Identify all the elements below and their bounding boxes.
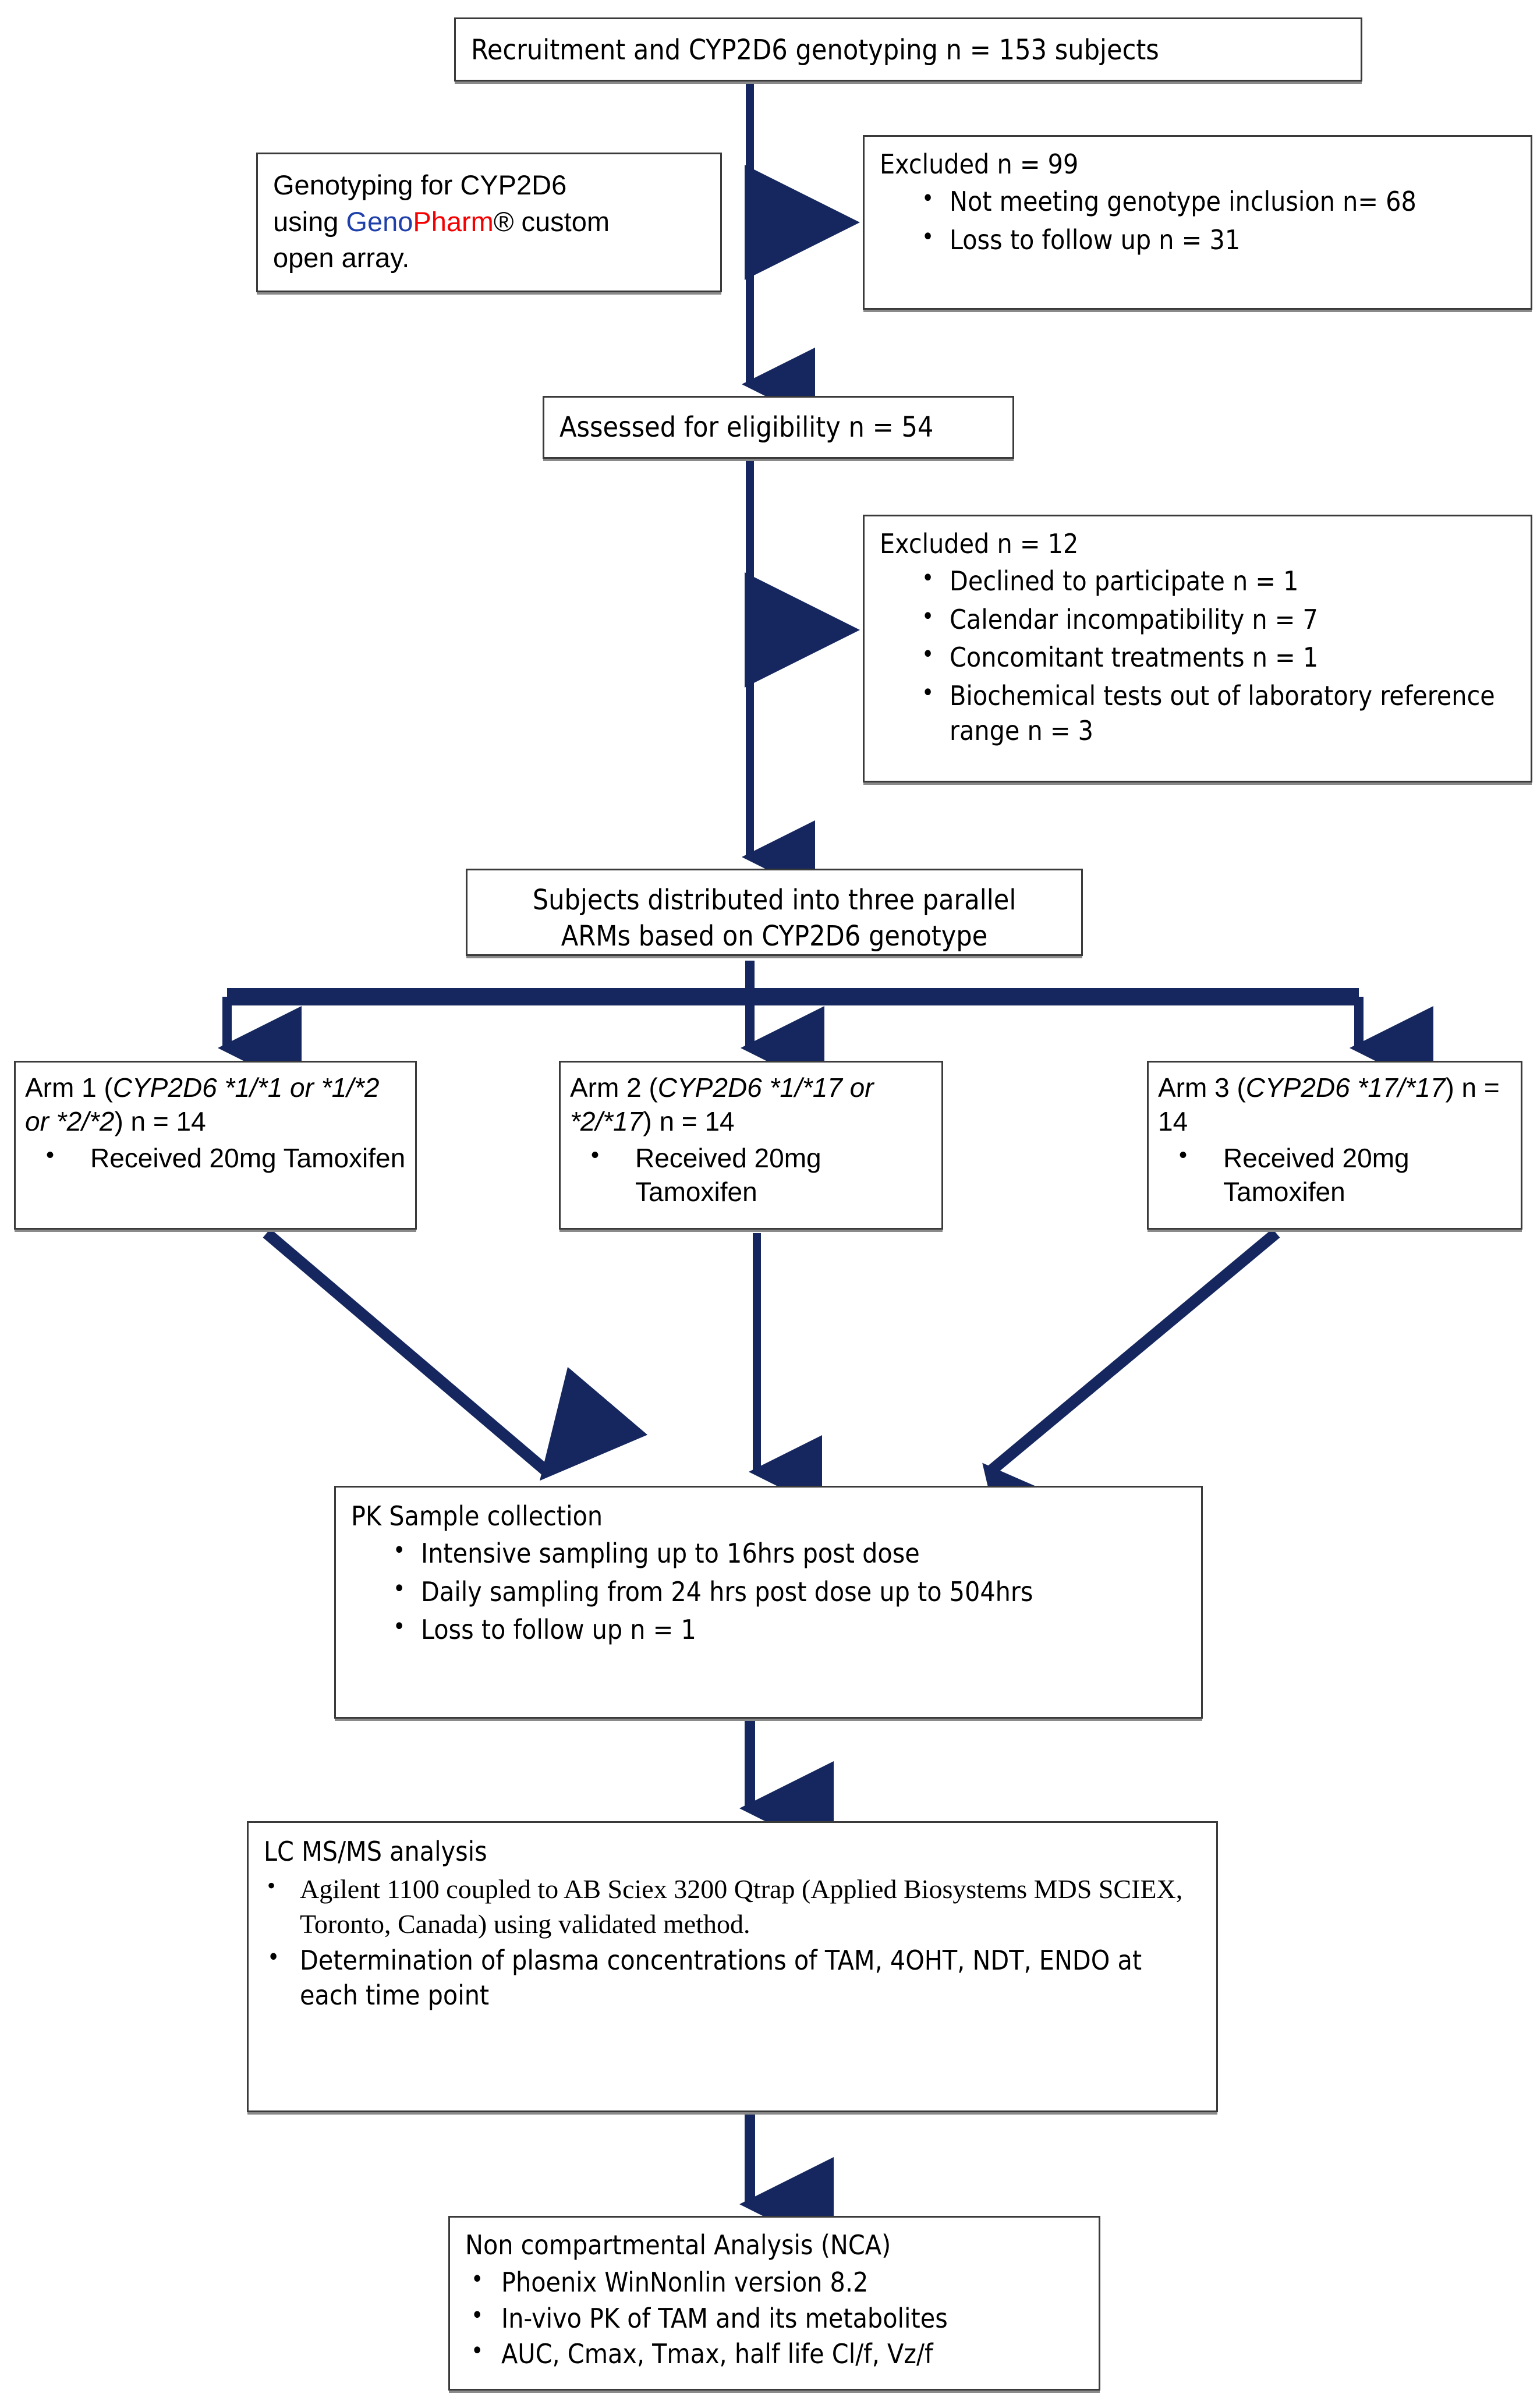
arm-3-detail-list: Received 20mg Tamoxifen xyxy=(1158,1140,1511,1209)
genotyping-trademark-suffix: ® custom xyxy=(493,206,610,237)
arrow-arm3-to-pk xyxy=(982,1228,1280,1577)
arm-3-label: Arm 3 (CYP2D6 *17/*17) n = 14 xyxy=(1158,1071,1511,1139)
arm-1-suffix: ) n = 14 xyxy=(114,1106,206,1137)
nca-heading: Non compartmental Analysis (NCA) xyxy=(465,2229,891,2261)
node-arm-3: Arm 3 (CYP2D6 *17/*17) n = 14 Received 2… xyxy=(1147,1061,1522,1230)
node-excluded-99: Excluded n = 99 Not meeting genotype inc… xyxy=(863,135,1532,310)
node-genotyping-method: Genotyping for CYP2D6 using GenoPharm® c… xyxy=(256,153,722,292)
node-excluded-12: Excluded n = 12 Declined to participate … xyxy=(863,515,1532,782)
list-item: Agilent 1100 coupled to AB Sciex 3200 Qt… xyxy=(264,1871,1201,1942)
list-item: Daily sampling from 24 hrs post dose up … xyxy=(351,1574,1186,1610)
arm-1-label: Arm 1 (CYP2D6 *1/*1 or *1/*2 or *2/*2) n… xyxy=(25,1071,406,1139)
genotyping-line-2: using GenoPharm® custom xyxy=(273,204,705,240)
node-nca: Non compartmental Analysis (NCA) Phoenix… xyxy=(448,2216,1100,2391)
genopharm-brand-pharm: Pharm xyxy=(413,206,494,237)
excluded-12-heading: Excluded n = 12 xyxy=(880,528,1079,559)
excluded-12-reason-list: Declined to participate n = 1 Calendar i… xyxy=(880,563,1515,749)
node-assessed-eligibility: Assessed for eligibility n = 54 xyxy=(543,396,1014,459)
arm-2-detail-list: Received 20mg Tamoxifen xyxy=(570,1140,932,1209)
list-item: Intensive sampling up to 16hrs post dose xyxy=(351,1535,1186,1571)
lcmsms-detail-list: Agilent 1100 coupled to AB Sciex 3200 Qt… xyxy=(264,1871,1201,2013)
pk-detail-list: Intensive sampling up to 16hrs post dose… xyxy=(351,1535,1186,1648)
list-item: In-vivo PK of TAM and its metabolites xyxy=(465,2300,1083,2336)
node-pk-sample-collection: PK Sample collection Intensive sampling … xyxy=(334,1486,1203,1719)
arm-3-genotype: CYP2D6 *17/*17 xyxy=(1245,1072,1446,1103)
list-item: Received 20mg Tamoxifen xyxy=(1158,1140,1511,1209)
list-item: Not meeting genotype inclusion n= 68 xyxy=(880,183,1515,219)
list-item: Loss to follow up n = 1 xyxy=(351,1612,1186,1648)
arrow-distribution-to-arms xyxy=(218,961,1433,1090)
node-arm-distribution: Subjects distributed into three parallel… xyxy=(466,869,1083,956)
arm-1-detail-list: Received 20mg Tamoxifen xyxy=(25,1140,406,1175)
list-item: Phoenix WinNonlin version 8.2 xyxy=(465,2264,1083,2300)
node-lcmsms-analysis: LC MS/MS analysis Agilent 1100 coupled t… xyxy=(247,1821,1218,2112)
list-item: Calendar incompatibility n = 7 xyxy=(880,601,1515,638)
genopharm-brand-geno: Geno xyxy=(346,206,413,237)
arm-2-prefix: Arm 2 ( xyxy=(570,1072,658,1103)
genotyping-using-label: using xyxy=(273,206,346,237)
arm-1-prefix: Arm 1 ( xyxy=(25,1072,113,1103)
node-arm-2: Arm 2 (CYP2D6 *1/*17 or *2/*17) n = 14 R… xyxy=(559,1061,943,1230)
arm-3-suffix: ) n = 14 xyxy=(1158,1072,1500,1137)
list-item: Declined to participate n = 1 xyxy=(880,563,1515,599)
excluded-99-heading: Excluded n = 99 xyxy=(880,148,1079,180)
list-item: Biochemical tests out of laboratory refe… xyxy=(880,678,1515,749)
list-item: Received 20mg Tamoxifen xyxy=(570,1140,932,1209)
genotyping-line-3: open array. xyxy=(273,242,410,273)
pk-heading: PK Sample collection xyxy=(351,1500,603,1532)
list-item: AUC, Cmax, Tmax, half life Cl/f, Vz/f xyxy=(465,2336,1083,2372)
list-item: Determination of plasma concentrations o… xyxy=(264,1942,1201,2013)
arm-2-label: Arm 2 (CYP2D6 *1/*17 or *2/*17) n = 14 xyxy=(570,1071,932,1139)
nca-detail-list: Phoenix WinNonlin version 8.2 In-vivo PK… xyxy=(465,2264,1083,2372)
assessed-text: Assessed for eligibility n = 54 xyxy=(559,411,934,444)
arm-3-prefix: Arm 3 ( xyxy=(1158,1072,1246,1103)
list-item: Received 20mg Tamoxifen xyxy=(25,1140,406,1175)
lcmsms-heading: LC MS/MS analysis xyxy=(264,1836,487,1867)
recruitment-text: Recruitment and CYP2D6 genotyping n = 15… xyxy=(471,34,1159,66)
distribution-line-2: ARMs based on CYP2D6 genotype xyxy=(561,920,988,953)
distribution-line-1: Subjects distributed into three parallel xyxy=(532,884,1017,916)
node-recruitment: Recruitment and CYP2D6 genotyping n = 15… xyxy=(454,17,1362,82)
genotyping-line-1: Genotyping for CYP2D6 xyxy=(273,169,567,200)
list-item: Concomitant treatments n = 1 xyxy=(880,639,1515,675)
list-item: Loss to follow up n = 31 xyxy=(880,222,1515,258)
arm-2-suffix: ) n = 14 xyxy=(643,1106,735,1137)
node-arm-1: Arm 1 (CYP2D6 *1/*1 or *1/*2 or *2/*2) n… xyxy=(14,1061,417,1230)
excluded-99-reason-list: Not meeting genotype inclusion n= 68 Los… xyxy=(880,183,1515,258)
arrow-arm1-to-pk xyxy=(263,1228,648,1481)
